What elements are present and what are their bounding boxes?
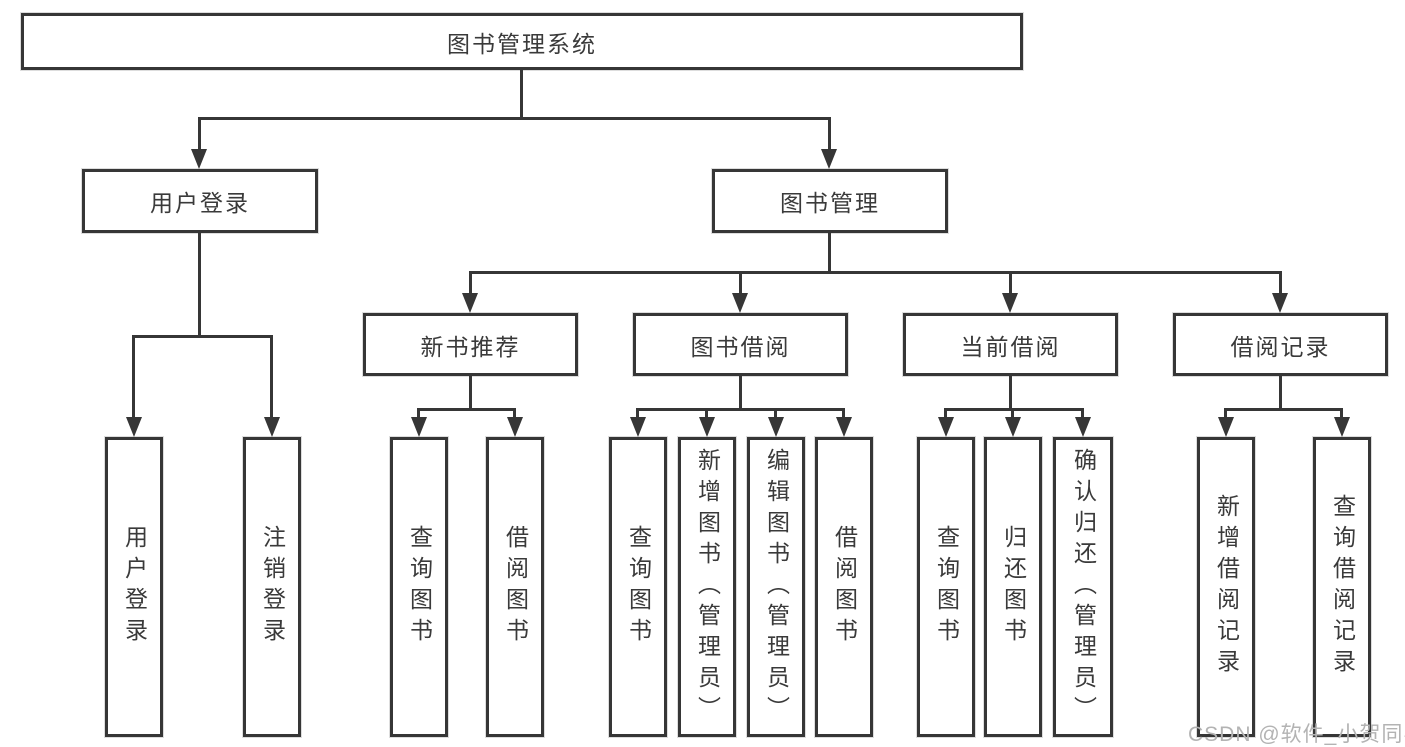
connector-line <box>469 271 472 295</box>
connector-line <box>1279 271 1282 295</box>
arrow-down-icon <box>1272 293 1288 313</box>
node-book-management: 图书管理 <box>712 169 948 233</box>
node-book-management-label: 图书管理 <box>780 190 880 216</box>
leaf-logout-label: 注销登录 <box>259 525 286 649</box>
node-new-book-recommend-label: 新书推荐 <box>420 333 521 360</box>
node-user-login: 用户登录 <box>82 169 318 233</box>
leaf-borrow-books-2: 借阅图书 <box>815 437 873 737</box>
arrow-down-icon <box>264 417 280 437</box>
leaf-return-books-label: 归还图书 <box>1000 525 1027 649</box>
leaf-query-books-3-label: 查询图书 <box>933 525 960 649</box>
connector-line <box>198 233 201 338</box>
connector-line <box>1009 271 1012 295</box>
leaf-query-books-2: 查询图书 <box>609 437 667 737</box>
arrow-down-icon <box>938 417 954 437</box>
arrow-down-icon <box>732 293 748 313</box>
connector-line <box>132 335 273 338</box>
arrow-down-icon <box>699 417 715 437</box>
connector-line <box>1011 408 1014 420</box>
arrow-down-icon <box>1002 293 1018 313</box>
connector-line <box>132 335 135 419</box>
arrow-down-icon <box>1218 417 1234 437</box>
leaf-add-borrow-record: 新增借阅记录 <box>1197 437 1255 737</box>
arrow-down-icon <box>1005 417 1021 437</box>
node-book-borrow-label: 图书借阅 <box>690 333 791 360</box>
connector-line <box>520 69 523 120</box>
leaf-query-books-1: 查询图书 <box>390 437 448 737</box>
connector-line <box>739 376 742 411</box>
node-book-borrow: 图书借阅 <box>633 313 848 376</box>
leaf-add-books-admin: 新增图书（管理员） <box>678 437 736 737</box>
leaf-logout: 注销登录 <box>243 437 301 737</box>
connector-line <box>1081 408 1084 420</box>
arrow-down-icon <box>462 293 478 313</box>
connector-line <box>469 376 472 411</box>
leaf-user-login: 用户登录 <box>105 437 163 737</box>
connector-line <box>1340 408 1343 420</box>
connector-line <box>705 408 708 420</box>
connector-line <box>1009 376 1012 411</box>
connector-line <box>636 408 639 420</box>
arrow-down-icon <box>126 417 142 437</box>
connector-line <box>469 271 1282 274</box>
node-user-login-label: 用户登录 <box>150 190 250 216</box>
node-root-label: 图书管理系统 <box>447 30 597 57</box>
leaf-borrow-books-2-label: 借阅图书 <box>831 525 858 649</box>
node-current-borrow: 当前借阅 <box>903 313 1118 376</box>
connector-line <box>198 117 831 120</box>
connector-line <box>944 408 947 420</box>
leaf-edit-books-admin-label: 编辑图书（管理员） <box>763 447 790 727</box>
leaf-add-books-admin-label: 新增图书（管理员） <box>694 447 721 727</box>
leaf-edit-books-admin: 编辑图书（管理员） <box>747 437 805 737</box>
leaf-query-borrow-record-label: 查询借阅记录 <box>1329 494 1356 680</box>
connector-line <box>636 408 845 411</box>
node-borrow-records: 借阅记录 <box>1173 313 1388 376</box>
leaf-return-books: 归还图书 <box>984 437 1042 737</box>
connector-line <box>198 117 201 151</box>
connector-line <box>774 408 777 420</box>
connector-line <box>828 233 831 274</box>
node-root: 图书管理系统 <box>21 13 1023 70</box>
connector-line <box>1279 376 1282 411</box>
connector-line <box>842 408 845 420</box>
arrow-down-icon <box>821 149 837 169</box>
arrow-down-icon <box>1075 417 1091 437</box>
node-current-borrow-label: 当前借阅 <box>960 333 1061 360</box>
leaf-confirm-return-admin: 确认归还（管理员） <box>1053 437 1113 737</box>
arrow-down-icon <box>768 417 784 437</box>
arrow-down-icon <box>191 149 207 169</box>
leaf-query-books-2-label: 查询图书 <box>625 525 652 649</box>
leaf-query-books-3: 查询图书 <box>917 437 975 737</box>
connector-line <box>417 408 516 411</box>
arrow-down-icon <box>411 417 427 437</box>
connector-line <box>417 408 420 420</box>
arrow-down-icon <box>507 417 523 437</box>
connector-line <box>828 117 831 151</box>
node-borrow-records-label: 借阅记录 <box>1230 333 1331 360</box>
leaf-query-books-1-label: 查询图书 <box>406 525 433 649</box>
connector-line <box>270 335 273 419</box>
leaf-borrow-books-1: 借阅图书 <box>486 437 544 737</box>
node-new-book-recommend: 新书推荐 <box>363 313 578 376</box>
connector-line <box>513 408 516 420</box>
arrow-down-icon <box>836 417 852 437</box>
leaf-confirm-return-admin-label: 确认归还（管理员） <box>1070 447 1097 727</box>
leaf-query-borrow-record: 查询借阅记录 <box>1313 437 1371 737</box>
leaf-add-borrow-record-label: 新增借阅记录 <box>1213 494 1240 680</box>
leaf-borrow-books-1-label: 借阅图书 <box>502 525 529 649</box>
connector-line <box>1224 408 1343 411</box>
connector-line <box>1224 408 1227 420</box>
csdn-watermark: CSDN @软件_小贺同学 <box>1188 723 1405 746</box>
connector-line <box>739 271 742 295</box>
leaf-user-login-label: 用户登录 <box>121 525 148 649</box>
arrow-down-icon <box>1334 417 1350 437</box>
arrow-down-icon <box>630 417 646 437</box>
